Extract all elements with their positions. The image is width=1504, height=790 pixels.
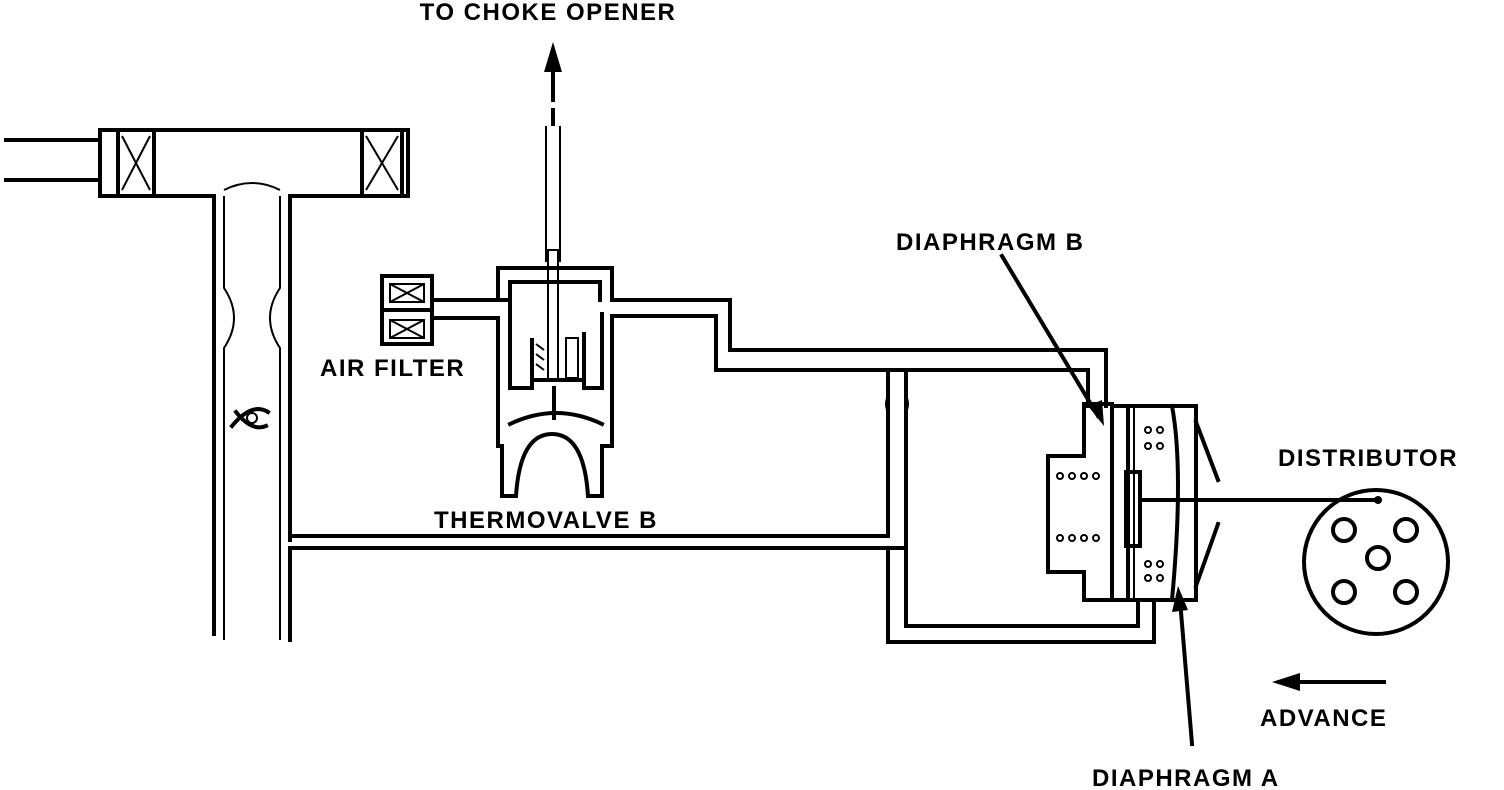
spring-coils	[1056, 426, 1164, 582]
up-arrow-icon	[544, 42, 562, 72]
diaphragm-b-leader	[999, 253, 1104, 426]
distributor-cap	[1302, 488, 1450, 636]
carburetor-intake	[4, 128, 410, 642]
choke-opener-label: TO CHOKE OPENER	[420, 0, 677, 26]
diaphragm-b-label: DIAPHRAGM B	[896, 229, 1085, 256]
air-filter	[380, 274, 434, 346]
vacuum-advance-unit	[1046, 402, 1380, 603]
advance-label: ADVANCE	[1260, 705, 1387, 732]
left-arrow-icon	[1272, 673, 1300, 691]
diaphragm-a-label: DIAPHRAGM A	[1092, 765, 1280, 790]
diaphragm-a-leader	[1172, 586, 1195, 747]
distributor-label: DISTRIBUTOR	[1278, 445, 1458, 472]
thermovalve-b	[496, 249, 614, 498]
thermovalve-label: THERMOVALVE B	[434, 507, 658, 534]
choke-opener-line	[544, 42, 562, 262]
vacuum-lines	[288, 298, 1156, 644]
advance-arrow	[1272, 673, 1386, 691]
air-filter-label: AIR FILTER	[320, 355, 465, 382]
